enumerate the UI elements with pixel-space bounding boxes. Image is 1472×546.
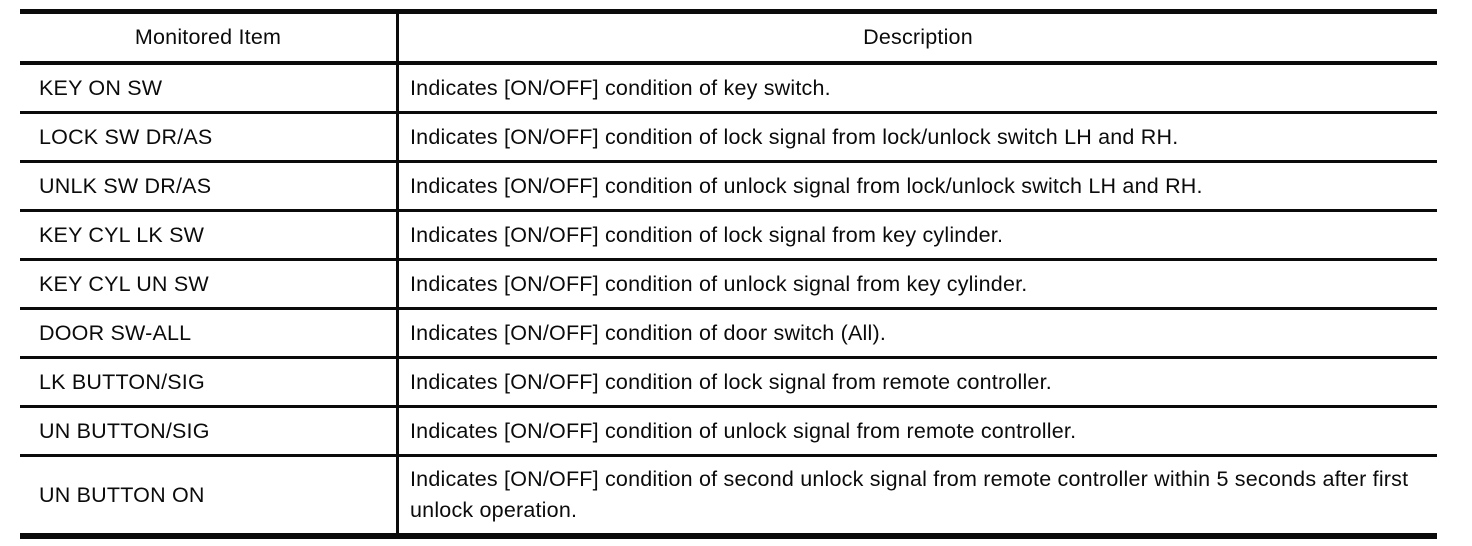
table-row: DOOR SW-ALL Indicates [ON/OFF] condition…	[20, 310, 1437, 359]
monitored-item-cell: UNLK SW DR/AS	[39, 173, 212, 198]
table-row: LOCK SW DR/AS Indicates [ON/OFF] conditi…	[20, 114, 1437, 163]
monitored-item-cell: UN BUTTON/SIG	[39, 418, 210, 443]
table-row: UNLK SW DR/AS Indicates [ON/OFF] conditi…	[20, 163, 1437, 212]
monitored-item-cell: UN BUTTON ON	[39, 482, 205, 507]
description-cell: Indicates [ON/OFF] condition of second u…	[396, 457, 1437, 533]
monitored-item-cell: DOOR SW-ALL	[39, 320, 192, 345]
table-header-row: Monitored Item Description	[20, 14, 1437, 65]
description-cell: Indicates [ON/OFF] condition of lock sig…	[396, 114, 1437, 160]
monitored-item-cell: KEY ON SW	[39, 75, 163, 100]
column-header-description: Description	[396, 14, 1437, 61]
description-cell: Indicates [ON/OFF] condition of lock sig…	[396, 359, 1437, 405]
description-cell: Indicates [ON/OFF] condition of lock sig…	[396, 212, 1437, 258]
table-row: LK BUTTON/SIG Indicates [ON/OFF] conditi…	[20, 359, 1437, 408]
description-cell: Indicates [ON/OFF] condition of key swit…	[396, 65, 1437, 111]
table-row: KEY CYL LK SW Indicates [ON/OFF] conditi…	[20, 212, 1437, 261]
description-cell: Indicates [ON/OFF] condition of unlock s…	[396, 408, 1437, 454]
column-header-monitored-item: Monitored Item	[134, 25, 282, 50]
data-monitor-table: Monitored Item Description KEY ON SW Ind…	[20, 9, 1437, 539]
table-row: KEY CYL UN SW Indicates [ON/OFF] conditi…	[20, 261, 1437, 310]
table-row: KEY ON SW Indicates [ON/OFF] condition o…	[20, 65, 1437, 114]
table-row: UN BUTTON ON Indicates [ON/OFF] conditio…	[20, 457, 1437, 533]
monitored-item-cell: LOCK SW DR/AS	[39, 124, 213, 149]
monitored-item-cell: LK BUTTON/SIG	[39, 369, 205, 394]
monitored-item-cell: KEY CYL UN SW	[39, 271, 209, 296]
description-cell: Indicates [ON/OFF] condition of unlock s…	[396, 261, 1437, 307]
description-cell: Indicates [ON/OFF] condition of door swi…	[396, 310, 1437, 356]
monitored-item-cell: KEY CYL LK SW	[39, 222, 205, 247]
table-row: UN BUTTON/SIG Indicates [ON/OFF] conditi…	[20, 408, 1437, 457]
description-cell: Indicates [ON/OFF] condition of unlock s…	[396, 163, 1437, 209]
